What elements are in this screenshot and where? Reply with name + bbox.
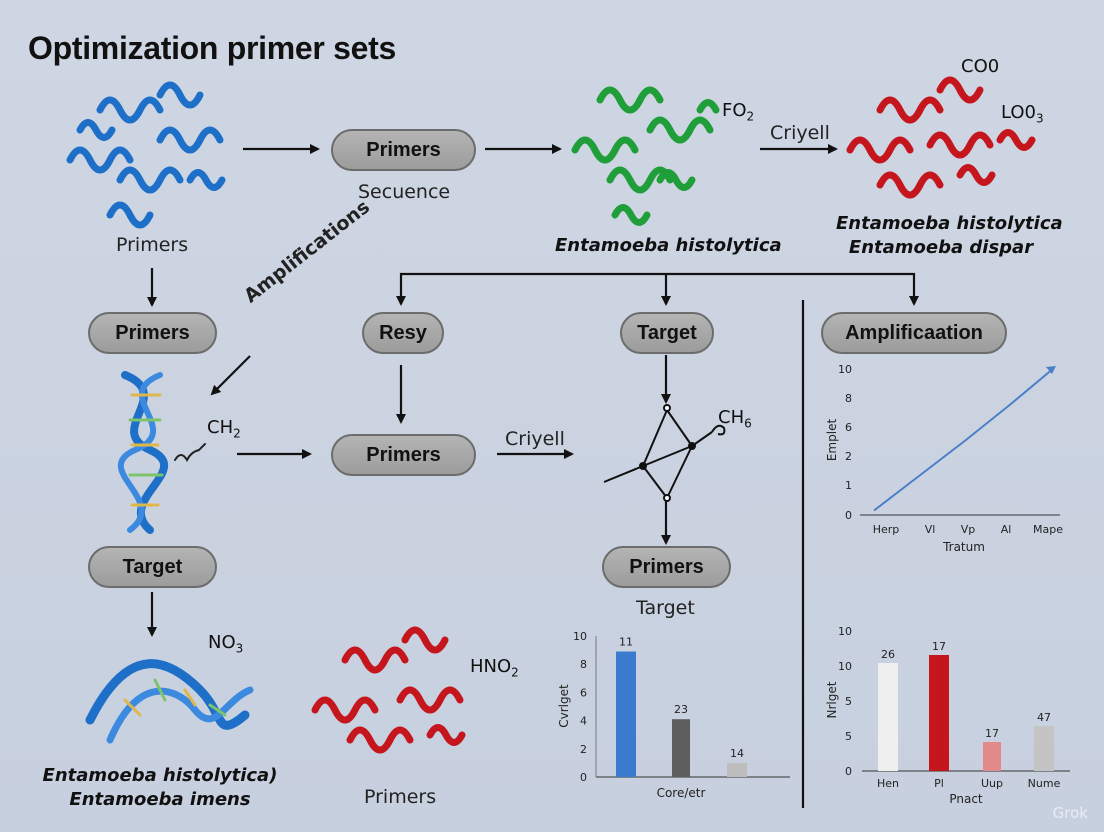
bar-chart2-ytick: 5 (845, 730, 852, 743)
page-title: Optimization primer sets (28, 30, 396, 66)
bar-chart2-xtick: Hen (877, 777, 899, 790)
bar-chart2-bar (929, 655, 949, 771)
species-red-line1: Entamoeba histolytica (836, 213, 1063, 234)
amplification-pill[interactable]: Amplificaation (821, 312, 1007, 354)
bar-chart2-ytick: 10 (838, 625, 852, 638)
chem-lo03: LO03 (1001, 102, 1044, 126)
chem-ch2: CH2 (207, 417, 241, 441)
species-bottom-line2: Entamoeba imens (69, 789, 251, 810)
bar-chart1-ytick: 6 (580, 686, 587, 699)
bar-chart2-xlabel: Pnact (949, 792, 983, 806)
primers-pill-center[interactable]: Primers (331, 434, 476, 476)
bar-chart1-ylabel: Cvrlget (557, 684, 571, 728)
dna-helix-icon (117, 371, 206, 534)
line-chart-ylabel: Emplet (825, 419, 839, 462)
bar-chart2-ytick: 10 (838, 660, 852, 673)
criyell-label-top: Criyell (770, 122, 830, 144)
molecule-icon (603, 404, 726, 502)
bar-chart1-ytick: 0 (580, 771, 587, 784)
bar-chart2-xtick: Nume (1028, 777, 1061, 790)
bar-chart1-ytick: 8 (580, 658, 587, 671)
bar-chart2-ytick: 0 (845, 765, 852, 778)
line-chart-arrowhead (1046, 366, 1056, 374)
target-pill-left[interactable]: Target (88, 546, 217, 588)
target-pill-mid[interactable]: Target (620, 312, 714, 354)
primers-label-blue: Primers (116, 234, 189, 256)
line-chart-xlabel: Tratum (942, 540, 985, 554)
bar-chart2-xtick: Pl (934, 777, 944, 790)
species-bottom-line1: Entamoeba histolytica) (42, 765, 278, 786)
bar-chart1-ytick: 2 (580, 743, 587, 756)
line-chart-series (873, 367, 1055, 512)
red-protein-icon (846, 76, 1036, 199)
line-chart-ytick: 6 (845, 421, 852, 434)
bar-chart1-bar (727, 762, 747, 777)
watermark-logo: Grok (1052, 804, 1088, 822)
line-chart-ytick: 2 (845, 450, 852, 463)
primers-label-bottom: Primers (364, 786, 437, 808)
target-label-under: Target (636, 597, 695, 619)
line-chart-ytick: 10 (838, 363, 852, 376)
bar-chart1-data-label: 23 (674, 703, 688, 716)
line-chart-ytick: 1 (845, 479, 852, 492)
chem-fo2: FO2 (722, 100, 755, 124)
bar-chart2-data-label: 17 (985, 727, 999, 740)
dna-bottom-icon (85, 659, 254, 744)
primers-pill-lower[interactable]: Primers (602, 546, 731, 588)
bar-chart2-xtick: Uup (981, 777, 1003, 790)
chem-ch6: CH6 (718, 407, 752, 431)
bar-chart2-ylabel: Nrlget (825, 681, 839, 718)
primers-pill-left[interactable]: Primers (88, 312, 217, 354)
species-red-line2: Entamoeba dispar (848, 237, 1034, 258)
primers-pill-top[interactable]: Primers (331, 129, 476, 171)
bar-chart1-data-label: 11 (619, 636, 633, 649)
bar-chart1-xlabel: Core/etr (657, 786, 706, 800)
criyell-label-mid: Criyell (505, 428, 565, 450)
line-chart-xtick: Vl (925, 523, 936, 536)
chem-co0: CO0 (961, 56, 1000, 77)
chem-no3: NO3 (208, 632, 244, 656)
bar-chart2-bar (983, 742, 1001, 771)
green-protein-icon (571, 86, 720, 226)
species-bottom: Entamoeba histolytica) Entamoeba imens (40, 764, 280, 812)
species-red: Entamoeba histolytica Entamoeba dispar (836, 212, 1063, 260)
line-chart-xtick: Al (1001, 523, 1012, 536)
bar-chart2-data-label: 17 (932, 640, 946, 653)
bar-chart2-bar (878, 663, 898, 771)
line-chart-xtick: Herp (873, 523, 900, 536)
line-chart-xtick: Mape (1033, 523, 1063, 536)
flow-arrows (147, 144, 919, 808)
secuence-label: Secuence (358, 181, 451, 203)
bar-chart2-data-label: 47 (1037, 711, 1051, 724)
bar-chart1-bar (672, 719, 690, 777)
blue-protein-icon (66, 81, 226, 229)
bar-chart1-ytick: 10 (573, 630, 587, 643)
bar-chart1-data-label: 14 (730, 747, 744, 760)
red-protein-bottom-icon (311, 626, 466, 754)
chem-hno2: HNO2 (470, 656, 519, 680)
line-chart-ytick: 0 (845, 509, 852, 522)
line-chart-ytick: 8 (845, 392, 852, 405)
line-chart-xtick: Vp (961, 523, 976, 536)
bar-chart2-data-label: 26 (881, 648, 895, 661)
bar-chart1-ytick: 4 (580, 715, 587, 728)
bar-chart2-bar (1034, 726, 1054, 771)
resy-pill[interactable]: Resy (362, 312, 444, 354)
bar-chart1-bar (616, 651, 636, 777)
bar-chart2-ytick: 5 (845, 695, 852, 708)
species-green: Entamoeba histolytica (555, 235, 782, 256)
